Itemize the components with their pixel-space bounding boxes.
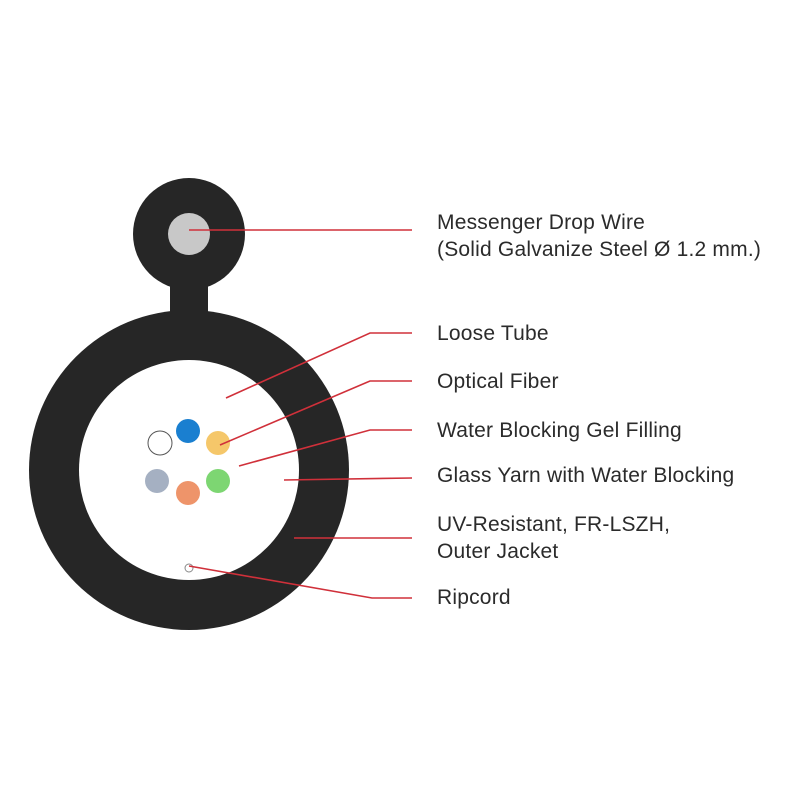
fiber-green [206, 469, 230, 493]
leader-glass-yarn [283, 477, 413, 481]
label-glass-yarn: Glass Yarn with Water Blocking [437, 464, 735, 487]
label-messenger-drop-wire: Messenger Drop Wire (Solid Galvanize Ste… [437, 209, 761, 263]
fiber-white [147, 430, 173, 456]
leader-loose-tube [225, 332, 412, 399]
fiber-grey [145, 469, 169, 493]
steel-wire [168, 213, 210, 255]
label-ripcord: Ripcord [437, 586, 511, 609]
fiber-orange [176, 481, 200, 505]
label-outer-jacket: UV-Resistant, FR-LSZH, Outer Jacket [437, 511, 670, 565]
label-messenger-line1: Messenger Drop Wire [437, 211, 646, 234]
loose-tube-interior [79, 360, 299, 580]
label-jacket-line1: UV-Resistant, FR-LSZH, [437, 513, 671, 536]
label-messenger-line2: (Solid Galvanize Steel Ø 1.2 mm.) [437, 238, 762, 261]
label-optical-fiber: Optical Fiber [437, 370, 559, 393]
label-jacket-line2: Outer Jacket [437, 540, 559, 563]
ripcord [184, 563, 194, 573]
label-loose-tube: Loose Tube [437, 322, 549, 345]
fiber-blue [176, 419, 200, 443]
leader-optical-fiber [219, 380, 412, 446]
leader-gel-filling [238, 429, 412, 467]
label-gel-filling: Water Blocking Gel Filling [437, 419, 682, 442]
leader-ripcord [188, 565, 412, 599]
fiber-yellow [206, 431, 230, 455]
